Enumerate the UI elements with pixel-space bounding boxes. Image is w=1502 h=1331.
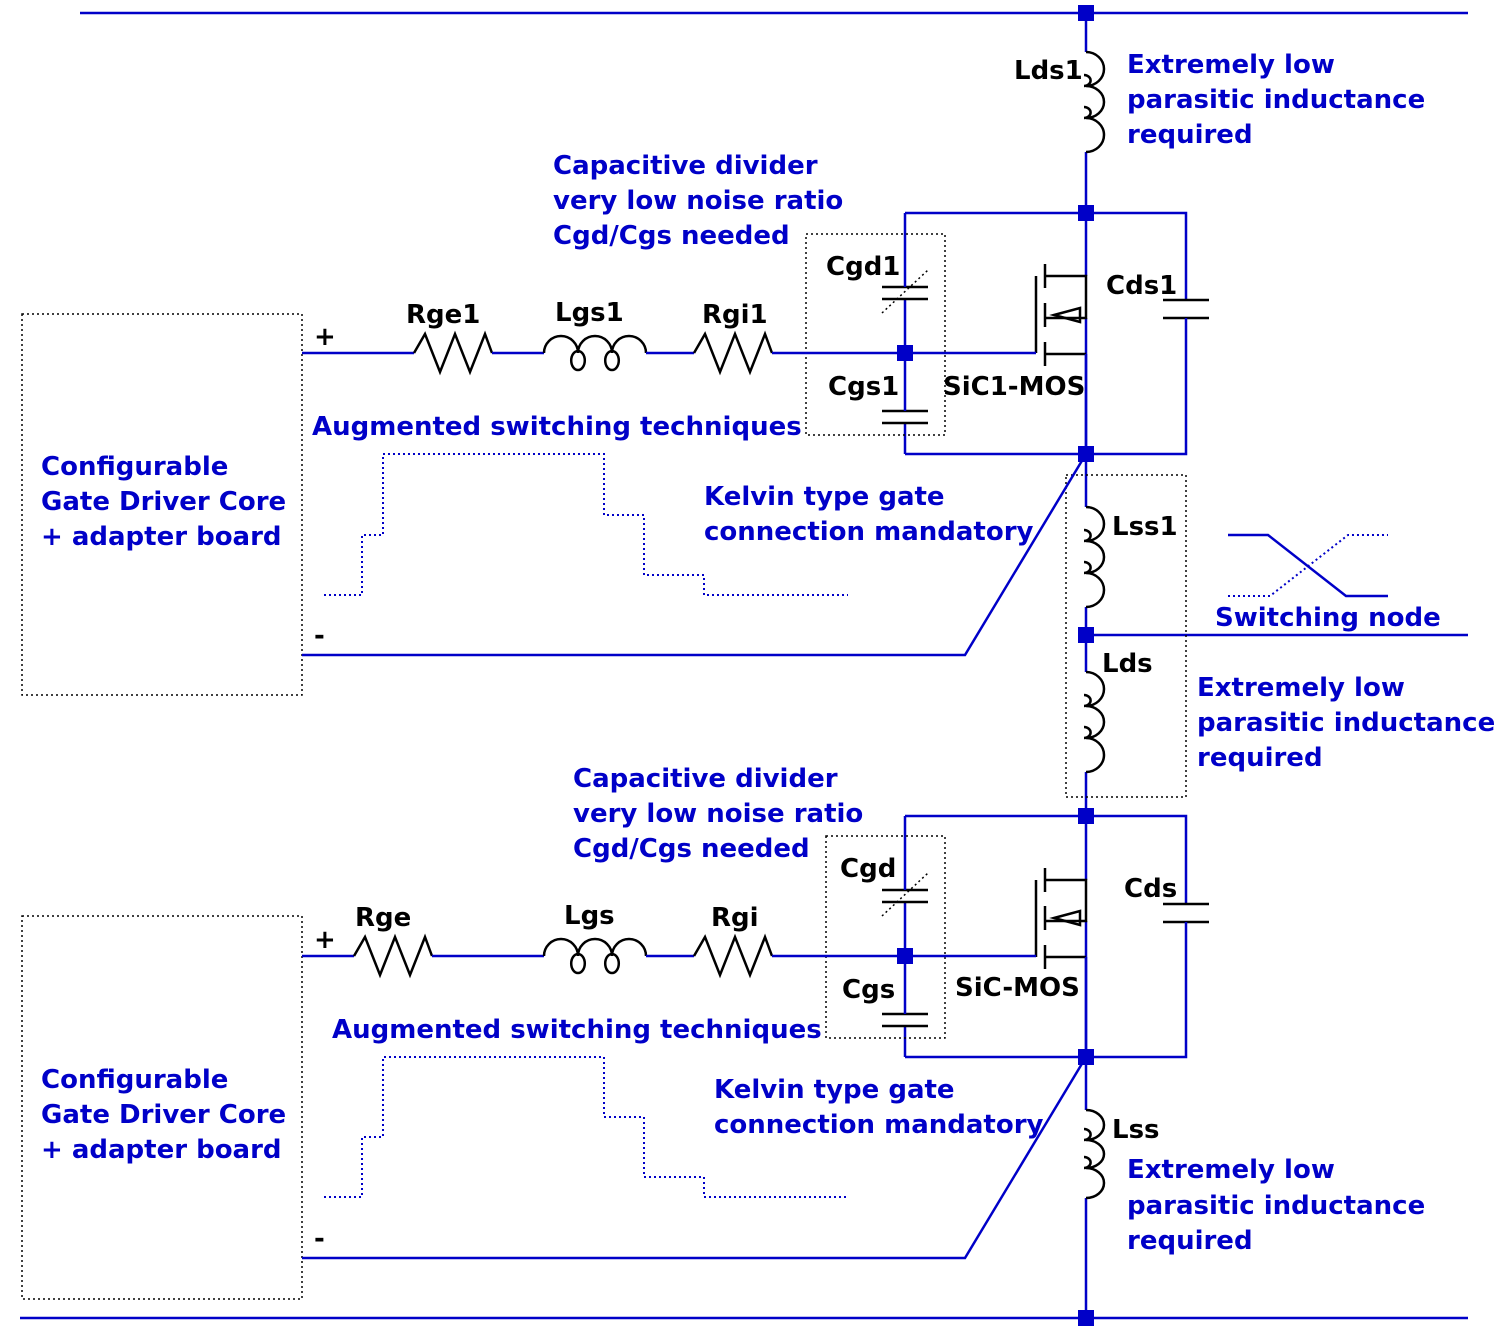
top-divider-note-3: Cgd/Cgs needed [553,221,790,251]
label-cgs1: Cgs1 [828,372,899,402]
bottom-driver-line-2: Gate Driver Core [41,1100,286,1130]
bottom-kelvin-return [302,1056,1088,1260]
top-driver-box [21,313,303,696]
inductor-lss1 [1085,505,1106,609]
bottom-inductance-note-2: parasitic inductance [1127,1191,1425,1221]
inductor-lds [1085,670,1106,774]
top-inductance-note-2: parasitic inductance [1127,85,1425,115]
resistor-rge1 [412,330,494,376]
inductor-lgs [542,937,648,957]
mosfet-sic1 [1034,264,1088,454]
bottom-divider-box [825,835,946,1039]
bottom-divider-note-2: very low noise ratio [573,799,863,829]
label-cds: Cds [1124,874,1177,904]
label-lds: Lds [1102,649,1153,679]
bottom-inductance-note-3: required [1127,1226,1253,1256]
resistor-rgi [692,933,774,979]
top-divider-note-1: Capacitive divider [553,151,818,181]
bottom-divider-note-3: Cgd/Cgs needed [573,834,810,864]
resistor-rge [352,933,434,979]
label-lss: Lss [1112,1115,1160,1145]
bottom-augmented-label: Augmented switching techniques [332,1015,822,1045]
label-lss1: Lss1 [1112,512,1178,542]
bottom-kelvin-note-2: connection mandatory [714,1110,1044,1140]
middle-inductance-note-3: required [1197,743,1323,773]
label-cgd1: Cgd1 [826,252,900,282]
top-plus-label: + [314,322,336,352]
top-minus-label: - [314,621,325,651]
label-rge: Rge [355,903,411,933]
switching-waveform-rising [1228,534,1388,597]
label-lgs: Lgs [564,901,615,931]
inductor-lgs1 [542,334,648,354]
inductor-lss [1085,1108,1106,1200]
label-cgs: Cgs [842,975,895,1005]
label-rgi1: Rgi1 [702,300,768,330]
top-inductance-note-3: required [1127,120,1253,150]
resistor-rgi1 [692,330,774,376]
top-driver-line-2: Gate Driver Core [41,487,286,517]
label-sic-mos: SiC-MOS [955,973,1080,1003]
top-divider-note-2: very low noise ratio [553,186,843,216]
label-lds1: Lds1 [1014,56,1083,86]
top-augmented-waveform [324,453,848,596]
label-cgd: Cgd [840,854,896,884]
bottom-kelvin-note-1: Kelvin type gate [714,1075,955,1105]
top-kelvin-note-2: connection mandatory [704,517,1034,547]
top-driver-line-3: + adapter board [41,522,282,552]
bottom-driver-line-1: Configurable [41,1065,228,1095]
bottom-driver-box [21,915,303,1300]
middle-inductance-note-1: Extremely low [1197,673,1405,703]
label-rge1: Rge1 [406,300,480,330]
switching-waveform-falling [1228,533,1388,598]
switching-node-box [1065,474,1187,798]
top-inductance-note-1: Extremely low [1127,50,1335,80]
bottom-minus-label: - [314,1224,325,1254]
bottom-switch [21,808,1209,1326]
top-augmented-label: Augmented switching techniques [312,412,802,442]
bottom-augmented-waveform [324,1056,848,1198]
mosfet-sic [1034,868,1088,1057]
top-kelvin-note-1: Kelvin type gate [704,482,945,512]
middle-inductance-note-2: parasitic inductance [1197,708,1495,738]
bottom-driver-line-3: + adapter board [41,1135,282,1165]
bottom-plus-label: + [314,925,336,955]
label-rgi: Rgi [711,903,759,933]
top-switch [21,5,1209,696]
label-cds1: Cds1 [1106,271,1177,301]
bottom-divider-note-1: Capacitive divider [573,764,838,794]
bottom-inductance-note-1: Extremely low [1127,1155,1335,1185]
label-lgs1: Lgs1 [555,298,624,328]
switching-node-label: Switching node [1215,603,1441,633]
top-kelvin-return [302,453,1088,657]
inductor-lds1 [1085,50,1106,154]
top-driver-line-1: Configurable [41,452,228,482]
label-sic1-mos: SiC1-MOS [943,372,1085,402]
